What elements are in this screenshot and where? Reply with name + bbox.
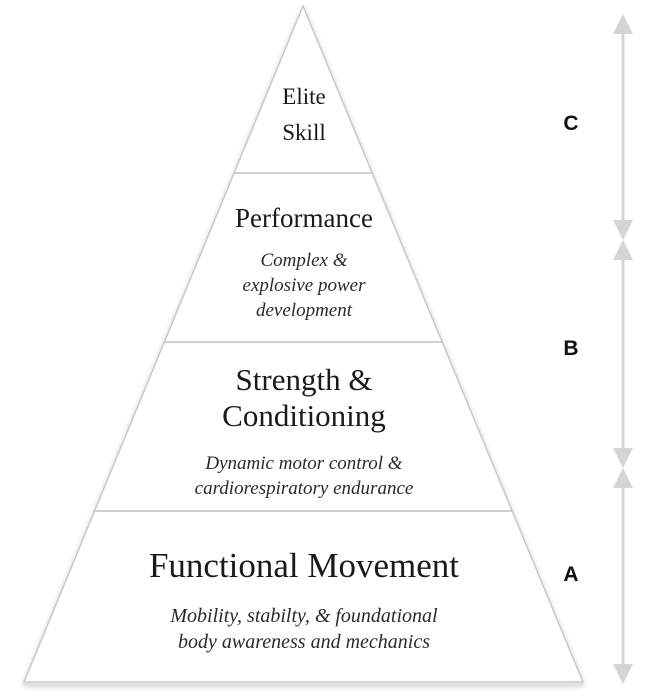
tier-performance-title: Performance [235, 203, 373, 233]
tier-strength-conditioning: Strength & Conditioning Dynamic motor co… [195, 362, 414, 499]
level-label-b: B [563, 337, 578, 360]
tier-strength-desc-line-2: cardiorespiratory endurance [195, 478, 414, 499]
tier-performance-desc-line-1: Complex & [260, 250, 347, 271]
tier-functional-desc-line-2: body awareness and mechanics [178, 631, 430, 653]
pyramid-shape [22, 4, 585, 683]
level-range-arrows [613, 14, 633, 684]
level-labels: C B A [563, 112, 578, 586]
range-arrow-a [613, 468, 633, 684]
range-arrow-c [613, 14, 633, 240]
tier-strength-desc-line-1: Dynamic motor control & [204, 453, 402, 474]
tier-elite-skill: Elite Skill [282, 84, 325, 145]
tier-functional-title: Functional Movement [149, 546, 459, 585]
tier-functional-movement: Functional Movement Mobility, stabilty, … [149, 546, 459, 653]
pyramid [22, 4, 585, 686]
level-label-c: C [563, 112, 578, 135]
tier-functional-desc-line-1: Mobility, stabilty, & foundational [169, 605, 438, 627]
tier-strength-title-line-2: Conditioning [222, 398, 386, 433]
tier-performance-desc-line-2: explosive power [243, 275, 367, 296]
tier-performance: Performance Complex & explosive power de… [235, 203, 373, 321]
tier-elite-title-line-2: Skill [282, 120, 325, 145]
range-arrow-b [613, 240, 633, 468]
tier-elite-title-line-1: Elite [282, 84, 325, 109]
tier-strength-title-line-1: Strength & [236, 362, 373, 397]
level-label-a: A [563, 563, 578, 586]
tier-performance-desc-line-3: development [256, 300, 353, 321]
